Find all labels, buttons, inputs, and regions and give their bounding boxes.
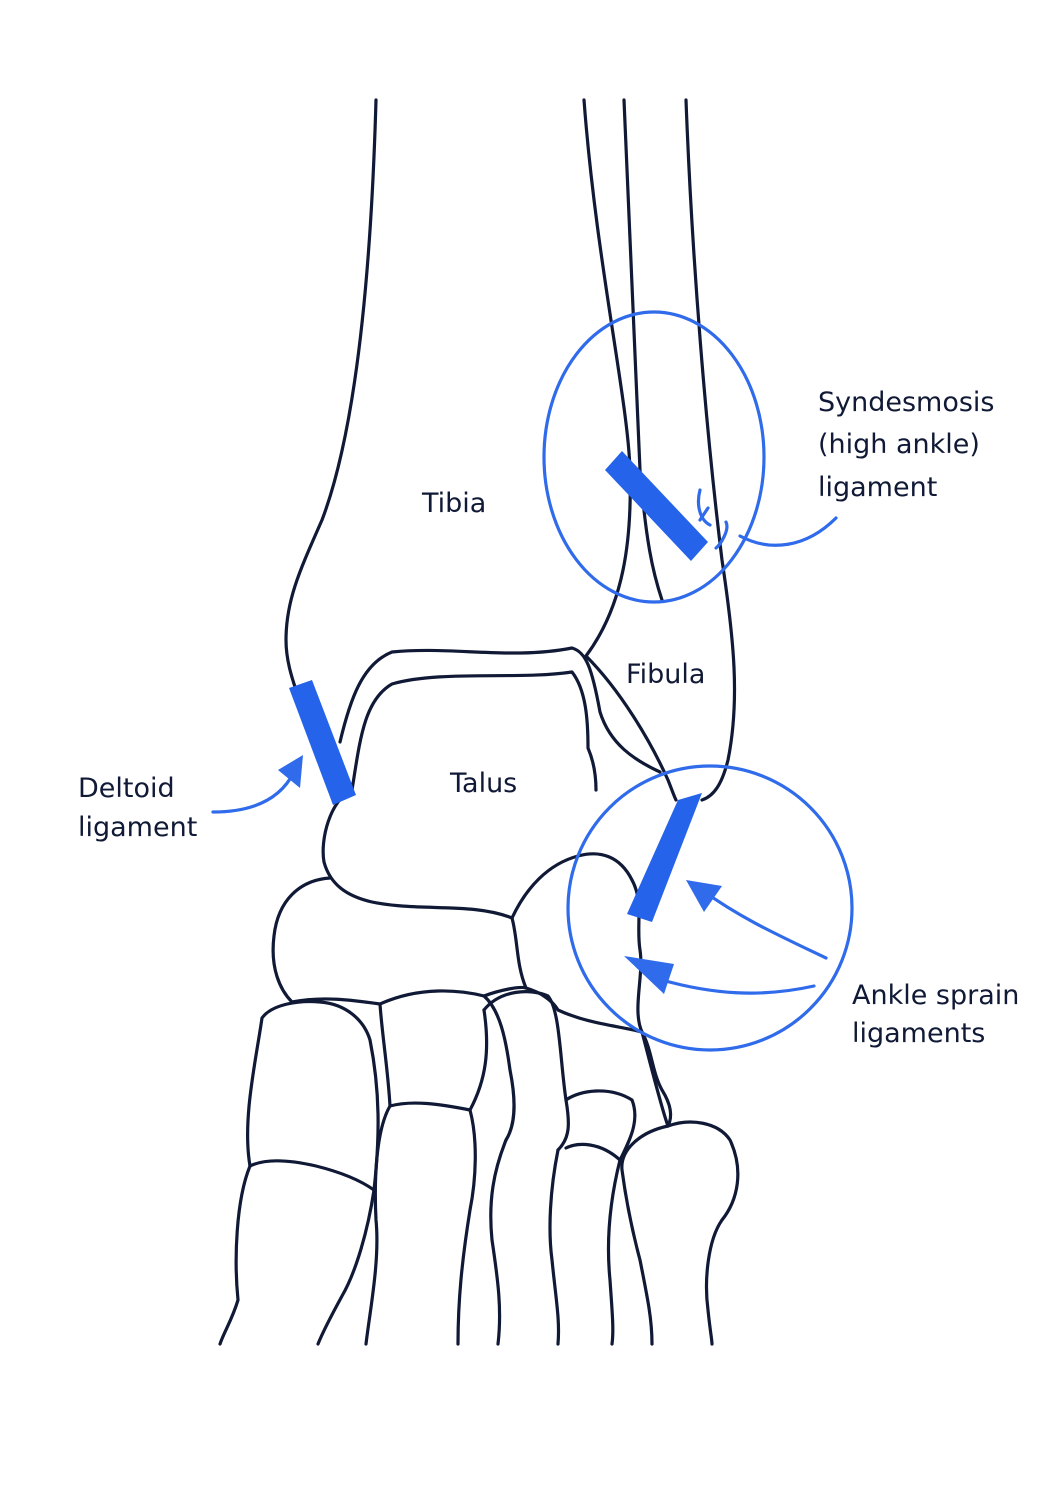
fibula-label: Fibula [626,659,705,690]
deltoid-label: Deltoid ligament [78,773,197,843]
ankle-sprain-lower-arrow [624,956,816,995]
ankle-sprain-label: Ankle sprain ligaments [852,980,1028,1049]
syndesmosis-tear-mark [696,488,729,550]
syndesmosis-highlight-ring [542,310,766,604]
talus-label: Talus [449,768,517,799]
tibia-label: Tibia [421,488,486,519]
ankle-sprain-upper-arrow [686,880,828,960]
ankle-sprain-highlight-ring [566,764,854,1052]
ankle-sprain-ligament-mark [627,793,702,922]
ligament-marks [289,451,729,922]
fibula-bone [584,98,737,802]
syndesmosis-ligament-mark [605,451,708,561]
deltoid-ligament-mark [289,680,356,805]
deltoid-pointer-arrow [211,755,303,814]
tibia-bone [284,98,662,774]
syndesmosis-pointer-arrow [738,516,838,547]
syndesmosis-label: Syndesmosis (high ankle) ligament [818,387,1003,503]
metatarsal-bones [218,990,740,1346]
midfoot-bones [271,876,673,1128]
